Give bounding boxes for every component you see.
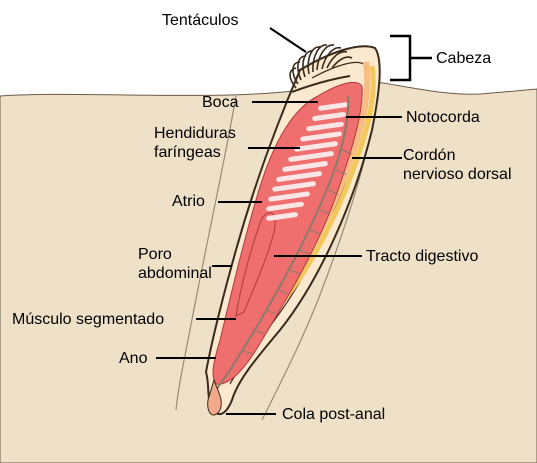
tentacles-base: [291, 75, 351, 93]
head-bracket: [390, 34, 432, 82]
pharynx: [212, 81, 363, 385]
label-hendiduras-faringeas: Hendiduras faríngeas: [154, 124, 236, 162]
label-hendiduras-line1: Hendiduras: [154, 125, 236, 142]
label-notocorda: Notocorda: [406, 109, 480, 126]
label-hendiduras-line2: faríngeas: [154, 144, 221, 161]
nerve-cord: [282, 65, 376, 302]
label-atrio: Atrio: [172, 193, 205, 210]
label-cola-post-anal: Cola post-anal: [282, 406, 386, 423]
digestive-tract: [213, 95, 350, 397]
label-musculo-segmentado: Músculo segmentado: [12, 311, 165, 328]
tentacles: [289, 44, 353, 89]
label-poro-line2: abdominal: [138, 265, 212, 282]
label-cordon-line1: Cordón: [403, 147, 456, 164]
label-tentaculos: Tentáculos: [162, 12, 239, 29]
segmented-muscle: [241, 149, 353, 355]
label-poro-abdominal: Poro abdominal: [138, 245, 212, 283]
label-cordon-line2: nervioso dorsal: [403, 166, 512, 183]
label-cordon-nervioso-dorsal: Cordón nervioso dorsal: [403, 146, 512, 184]
label-tracto-digestivo: Tracto digestivo: [366, 248, 479, 265]
post-anal-tail: [207, 378, 222, 416]
label-boca: Boca: [202, 94, 239, 111]
label-cabeza: Cabeza: [436, 50, 492, 67]
label-poro-line1: Poro: [138, 246, 172, 263]
pharyngeal-slits: [266, 102, 348, 221]
label-ano: Ano: [119, 350, 148, 367]
leader-lines: [156, 27, 402, 415]
